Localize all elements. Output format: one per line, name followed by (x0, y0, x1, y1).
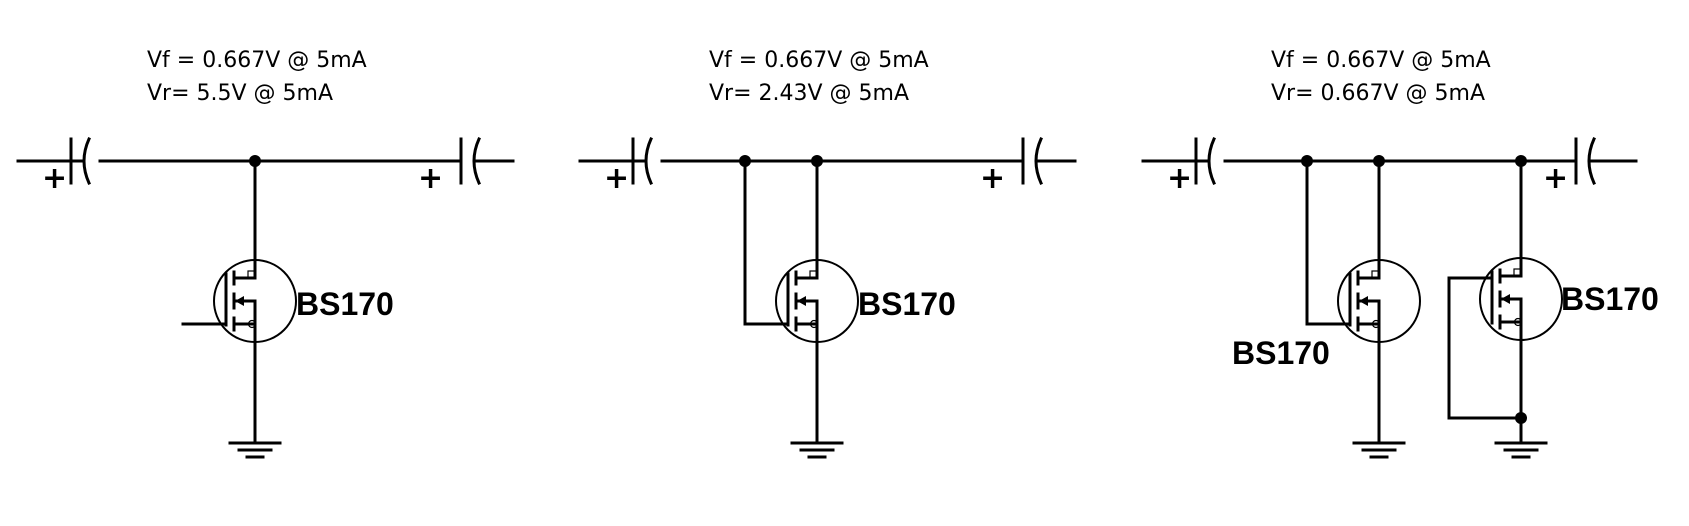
part-label: BS170 (1561, 281, 1659, 317)
part-label: BS170 (1232, 335, 1330, 371)
capacitor-plus-sign: + (1167, 161, 1192, 196)
junction-dot (1515, 412, 1527, 424)
capacitor-plus-sign: + (42, 161, 67, 196)
gate-wire (1305, 159, 1352, 326)
ground-symbol (1352, 441, 1406, 459)
vf-label: Vf = 0.667V @ 5mA (1271, 48, 1491, 73)
gate-wire (1447, 276, 1523, 420)
capacitor-plus-sign: + (604, 161, 629, 196)
vf-label: Vf = 0.667V @ 5mA (709, 48, 929, 73)
circuit-1: Vf = 0.667V @ 5mA Vr= 5.5V @ 5mA + + BS1… (16, 48, 515, 459)
capacitor-plus-sign: + (418, 161, 443, 196)
ground-symbol (1494, 441, 1548, 459)
circuit-2: Vf = 0.667V @ 5mA Vr= 2.43V @ 5mA + + BS… (578, 48, 1077, 459)
gate-wire (743, 159, 790, 326)
ground-symbol (790, 441, 844, 459)
part-label: BS170 (296, 286, 394, 322)
capacitor-plus-sign: + (980, 161, 1005, 196)
vr-label: Vr= 0.667V @ 5mA (1271, 81, 1485, 106)
part-label: BS170 (858, 286, 956, 322)
vf-label: Vf = 0.667V @ 5mA (147, 48, 367, 73)
capacitor-plus-sign: + (1543, 161, 1568, 196)
circuit-3: Vf = 0.667V @ 5mA Vr= 0.667V @ 5mA + + B… (1141, 48, 1659, 459)
vr-label: Vr= 5.5V @ 5mA (147, 81, 333, 106)
vr-label: Vr= 2.43V @ 5mA (709, 81, 909, 106)
ground-symbol (228, 441, 282, 459)
